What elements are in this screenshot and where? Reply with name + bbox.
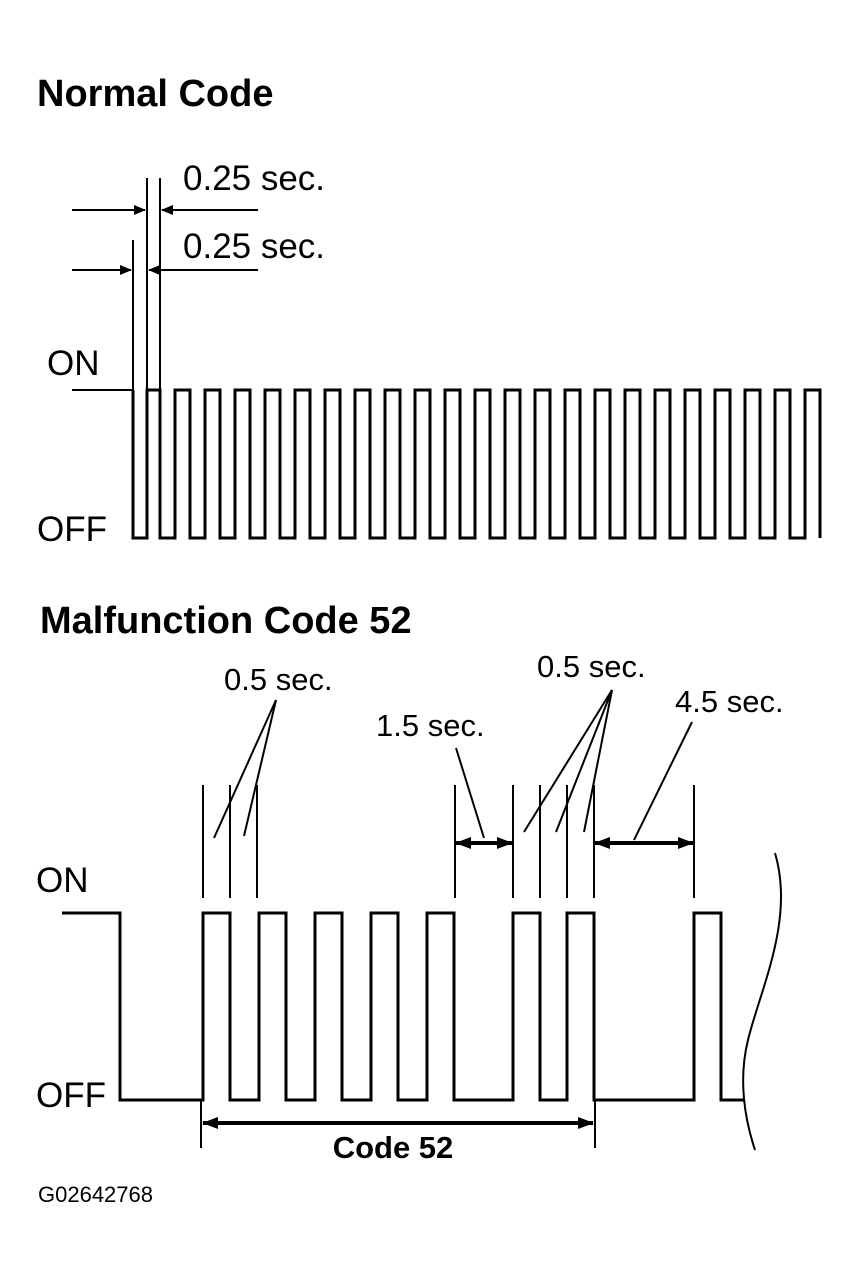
- malfunction-on-label: ON: [36, 861, 89, 900]
- leader-line: [583, 689, 613, 833]
- normal-code-title: Normal Code: [37, 73, 273, 115]
- malfunction-code-waveform: [62, 911, 745, 1102]
- normal-off-label: OFF: [37, 510, 107, 549]
- malfunction-extension-lines: [202, 785, 695, 898]
- normal-dim-label-bottom: 0.25 sec.: [183, 227, 325, 266]
- malfunction-pulse-train: [62, 911, 745, 1102]
- leader-line: [555, 689, 613, 833]
- malfunction-dim-label-half-right: 0.5 sec.: [537, 649, 646, 684]
- malfunction-leader-lines: [213, 689, 693, 841]
- malfunction-off-label: OFF: [36, 1076, 106, 1115]
- malfunction-code-title: Malfunction Code 52: [40, 600, 412, 642]
- malfunction-dim-label-long: 4.5 sec.: [675, 684, 784, 719]
- leader-line: [633, 721, 693, 841]
- normal-pulse-train: [131, 388, 822, 540]
- leader-line: [213, 699, 277, 839]
- malfunction-dim-label-gap: 1.5 sec.: [376, 708, 485, 743]
- code-52-span-label: Code 52: [333, 1130, 454, 1165]
- normal-code-waveform: [131, 388, 822, 540]
- leader-line: [455, 747, 485, 839]
- leader-line: [523, 689, 613, 833]
- normal-on-label: ON: [47, 344, 100, 383]
- leader-line: [243, 699, 277, 837]
- waveform-break-line: [742, 852, 783, 1151]
- normal-dim-label-top: 0.25 sec.: [183, 159, 325, 198]
- figure-id: G02642768: [38, 1182, 153, 1207]
- malfunction-dim-label-half-left: 0.5 sec.: [224, 662, 333, 697]
